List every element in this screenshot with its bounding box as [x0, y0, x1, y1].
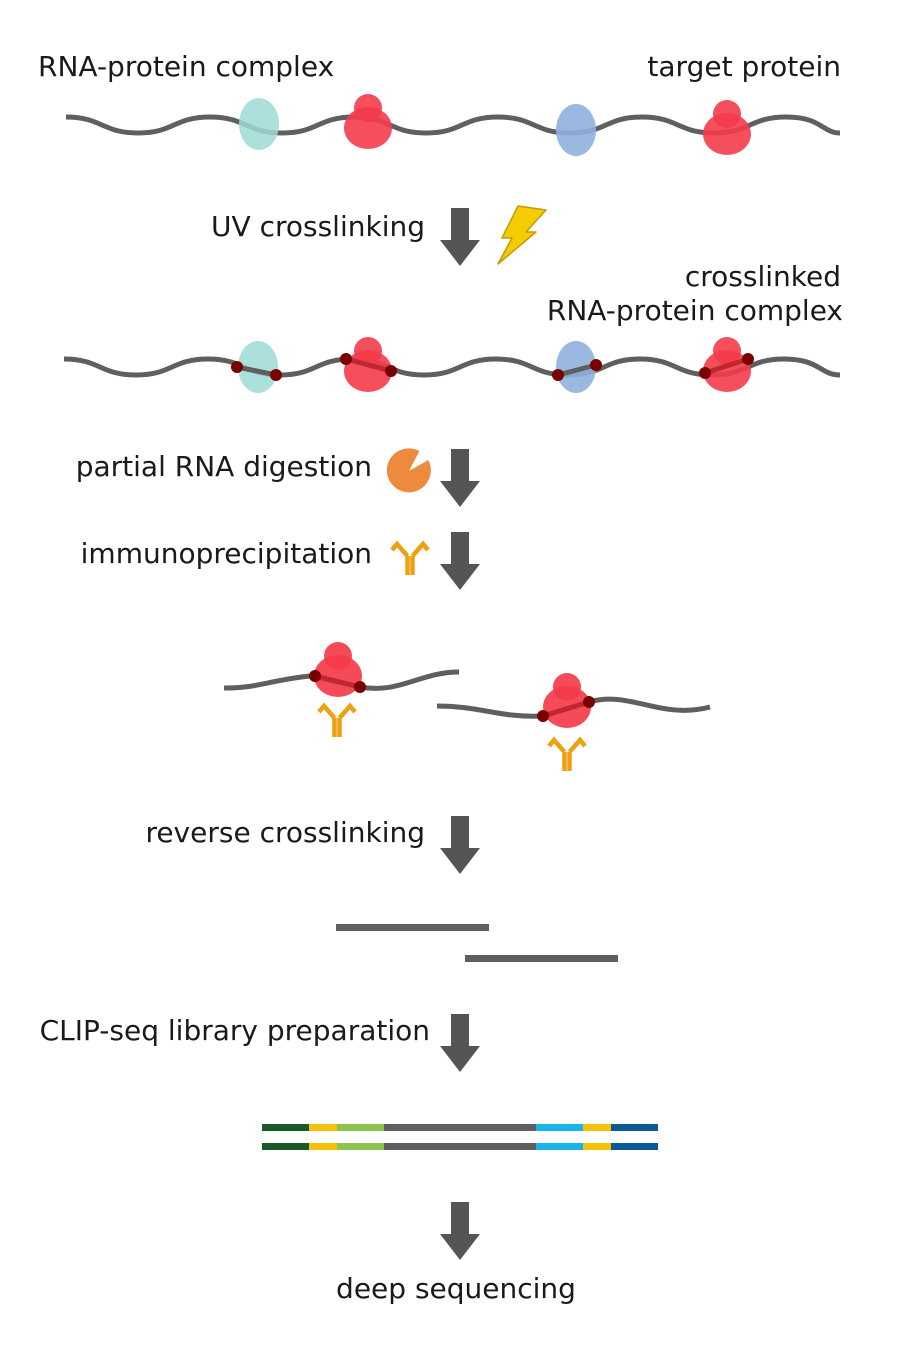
target-protein-label: target protein — [647, 50, 841, 83]
crosslink-dot — [340, 353, 352, 365]
rna-binding-protein-cyan — [239, 98, 279, 150]
immunoprecipitation-label: immunoprecipitation — [81, 537, 372, 570]
crosslinked-rna-segment — [314, 673, 361, 690]
crosslink-dot — [699, 367, 711, 379]
rna-binding-protein-blue — [556, 104, 596, 156]
library-strand — [262, 1143, 658, 1150]
nuclease-icon — [386, 448, 431, 493]
uv-crosslinking-label: UV crosslinking — [211, 210, 425, 243]
crosslink-dot — [309, 670, 321, 682]
crosslink-dot — [385, 365, 397, 377]
down-arrow-icon — [440, 1202, 480, 1260]
rna-fragment — [465, 955, 618, 962]
rna-fragment — [336, 924, 489, 931]
down-arrow-icon — [440, 532, 480, 590]
rna-protein-complex-label: RNA-protein complex — [38, 50, 334, 83]
crosslinked-complex-label: RNA-protein complex — [547, 294, 843, 327]
crosslinked-rna-segment — [345, 356, 392, 374]
down-arrow-icon — [440, 816, 480, 874]
antibody-icon — [549, 740, 585, 771]
target-protein — [703, 100, 751, 155]
antibody-icon — [392, 544, 428, 575]
antibody-icon — [319, 706, 355, 737]
crosslink-dot — [552, 369, 564, 381]
crosslink-dot — [270, 369, 282, 381]
rna-binding-protein-cyan — [238, 341, 278, 393]
reverse-crosslinking-label: reverse crosslinking — [145, 816, 425, 849]
crosslinked-rna-segment — [704, 356, 749, 376]
crosslink-dot — [231, 361, 243, 373]
crosslink-dot — [583, 696, 595, 708]
rna-binding-protein-blue — [556, 341, 596, 393]
crosslink-dot — [590, 359, 602, 371]
library-strand — [262, 1124, 658, 1131]
down-arrow-icon — [440, 1014, 480, 1072]
crosslinked-rna-segment — [557, 362, 597, 378]
crosslinked-rna-segment — [542, 699, 590, 719]
target-protein — [344, 94, 392, 149]
down-arrow-icon — [440, 449, 480, 507]
crosslink-dot — [537, 710, 549, 722]
deep-sequencing-label: deep sequencing — [336, 1272, 576, 1305]
crosslink-dot — [742, 353, 754, 365]
lightning-bolt-icon — [497, 205, 547, 265]
down-arrow-icon — [440, 208, 480, 266]
crosslinked-rna-segment — [236, 364, 277, 378]
crosslinked-label: crosslinked — [685, 260, 841, 293]
clip-seq-library-preparation-label: CLIP-seq library preparation — [40, 1014, 430, 1047]
partial-rna-digestion-label: partial RNA digestion — [76, 450, 372, 483]
crosslink-dot — [354, 681, 366, 693]
